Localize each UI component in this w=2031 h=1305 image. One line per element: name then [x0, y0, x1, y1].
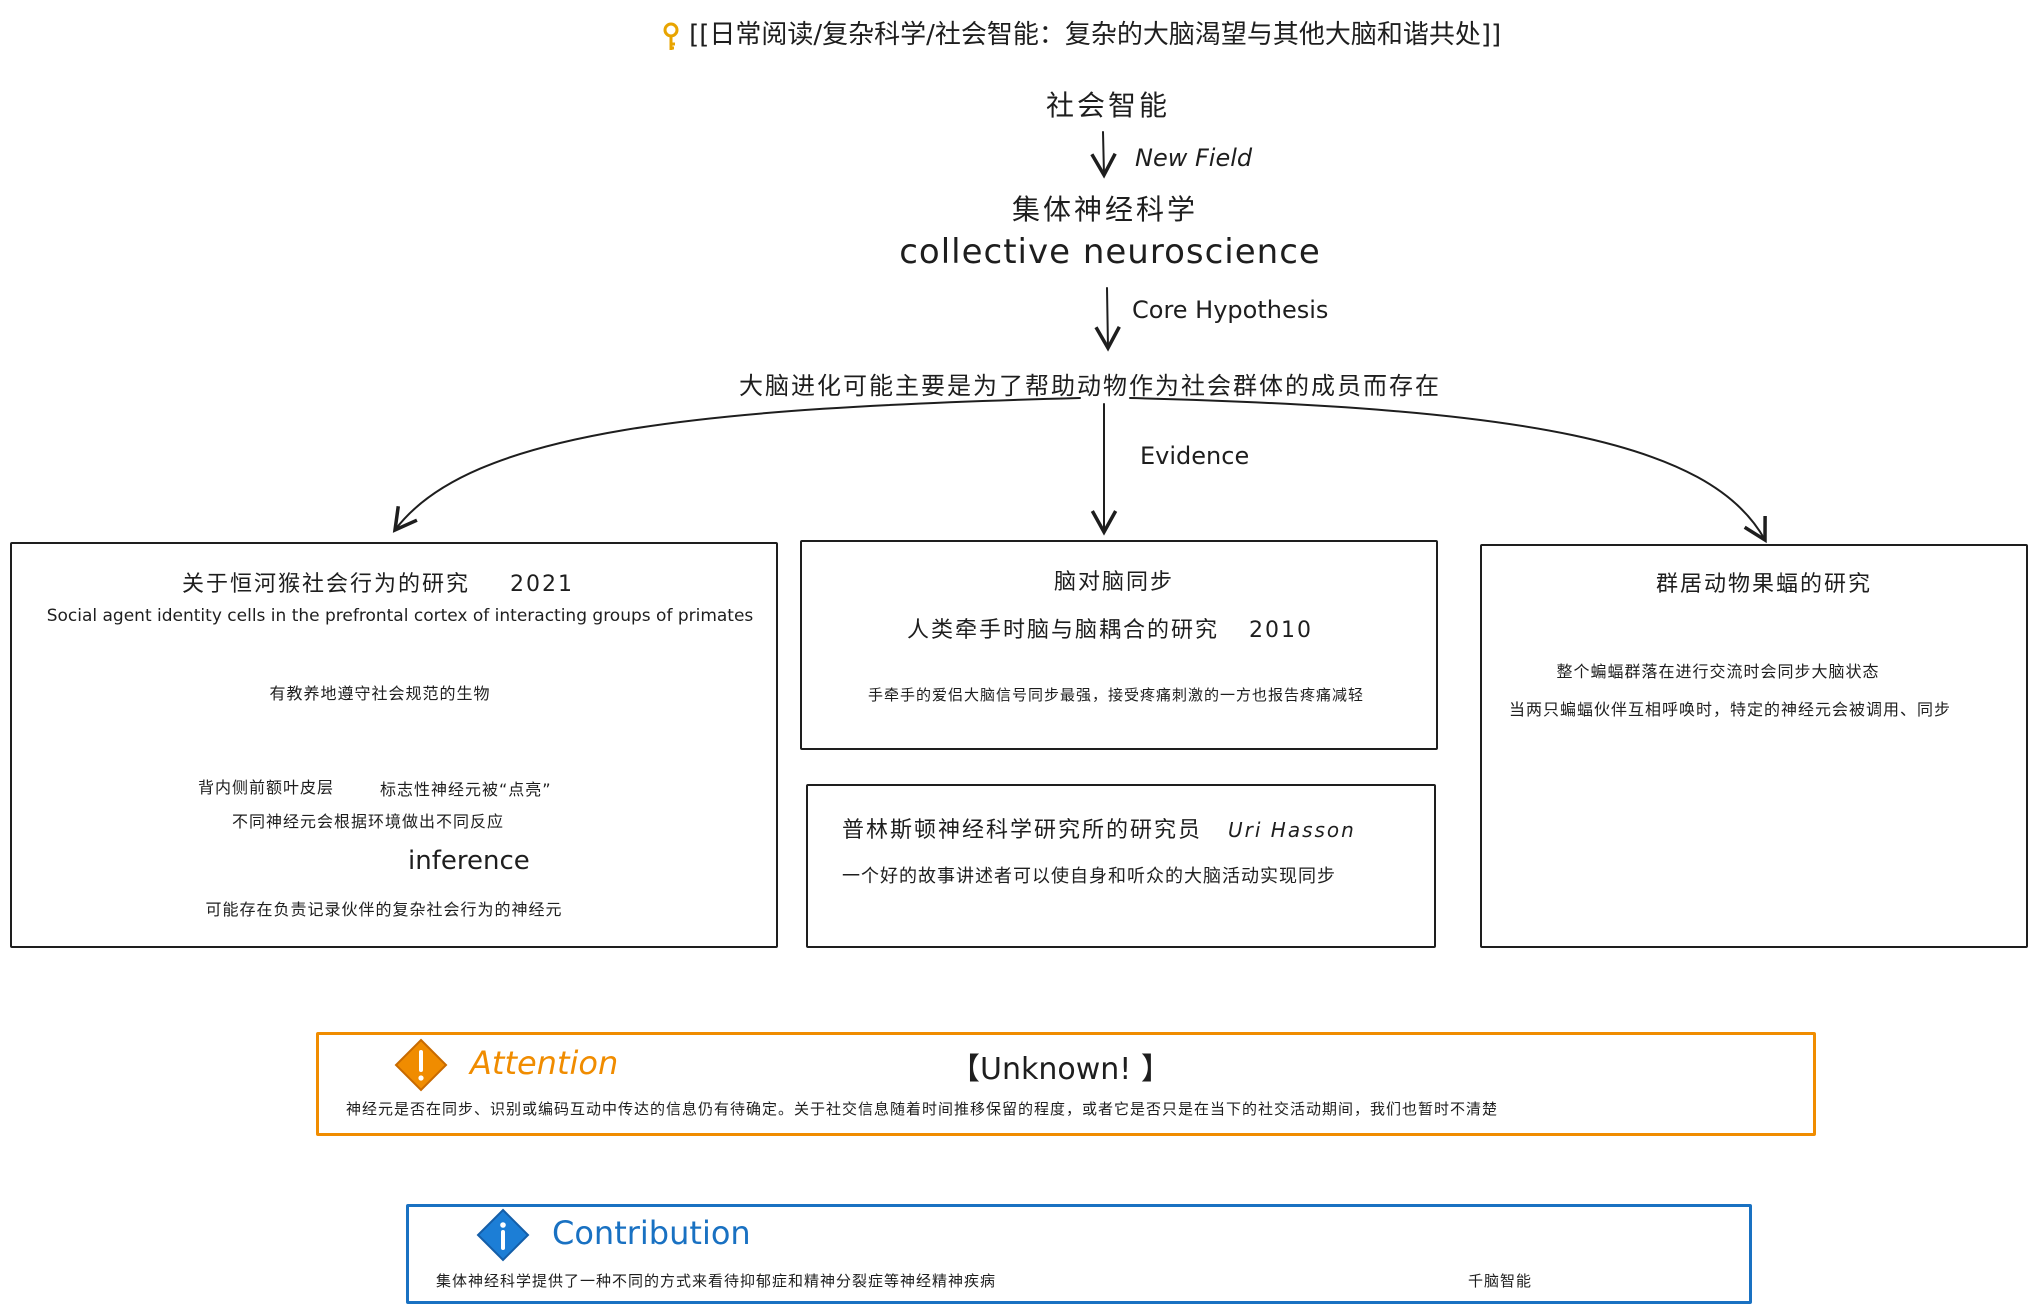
arrow-hypothesis-to-left: [392, 397, 1081, 533]
arrow-field-to-hypothesis: [1094, 287, 1121, 352]
arrow-top-to-field: [1090, 131, 1117, 179]
macaque-step-1: 有教养地遵守社会规范的生物: [269, 684, 491, 703]
brain-sync-title: 脑对脑同步: [1053, 570, 1175, 595]
evidence-box-hasson: [806, 784, 1436, 948]
macaque-step-2b: 标志性神经元被“点亮”: [380, 780, 552, 799]
label-core-hypothesis: Core Hypothesis: [1132, 296, 1329, 324]
field-name-cn: 集体神经科学: [1011, 193, 1199, 226]
key-icon: [662, 22, 680, 56]
evidence-box-macaque: [10, 542, 778, 948]
macaque-step-2c: 不同神经元会根据环境做出不同反应: [232, 812, 505, 831]
label-new-field: New Field: [1135, 144, 1253, 172]
topic-social-intelligence: 社会智能: [1045, 89, 1171, 122]
evidence-box-brain-sync: [800, 540, 1438, 750]
bats-finding-1: 整个蝙蝠群落在进行交流时会同步大脑状态: [1556, 662, 1880, 681]
contribution-callout: [406, 1204, 1752, 1304]
label-evidence: Evidence: [1140, 442, 1250, 470]
contribution-text: 集体神经科学提供了一种不同的方式来看待抑郁症和精神分裂症等神经精神疾病: [436, 1272, 997, 1290]
attention-title: Attention: [470, 1044, 619, 1082]
attention-tag: 【Unknown! 】: [950, 1052, 1171, 1087]
header-link[interactable]: [[日常阅读/复杂科学/社会智能：复杂的大脑渴望与其他大脑和谐共处]]: [662, 14, 1501, 56]
macaque-paper-title: Social agent identity cells in the prefr…: [46, 606, 754, 626]
bats-finding-2: 当两只蝙蝠伙伴互相呼唤时，特定的神经元会被调用、同步: [1508, 700, 1952, 719]
contribution-extra: 千脑智能: [1468, 1272, 1533, 1290]
hasson-finding: 一个好的故事讲述者可以使自身和听众的大脑活动实现同步: [842, 866, 1336, 887]
contribution-title: Contribution: [552, 1214, 751, 1252]
arrow-hypothesis-to-right: [1129, 397, 1767, 544]
attention-callout: [316, 1032, 1816, 1136]
attention-text: 神经元是否在同步、识别或编码互动中传达的信息仍有待确定。关于社交信息随着时间推移…: [346, 1100, 1499, 1118]
bats-study-title: 群居动物果蝠的研究: [1655, 572, 1873, 597]
info-icon: [474, 1206, 532, 1268]
warning-icon: [392, 1036, 450, 1098]
macaque-step-2a: 背内侧前额叶皮层: [198, 778, 335, 797]
brain-sync-finding: 手牵手的爱侣大脑信号同步最强，接受疼痛刺激的一方也报告疼痛减轻: [867, 686, 1365, 704]
header-link-text: [[日常阅读/复杂科学/社会智能：复杂的大脑渴望与其他大脑和谐共处]]: [689, 20, 1502, 50]
label-inference: inference: [408, 846, 530, 876]
macaque-step-3: 可能存在负责记录伙伴的复杂社会行为的神经元: [205, 900, 563, 919]
evidence-box-bats: [1480, 544, 2028, 948]
field-name-en: collective neuroscience: [899, 232, 1321, 272]
core-hypothesis: 大脑进化可能主要是为了帮助动物作为社会群体的成员而存在: [739, 372, 1441, 400]
